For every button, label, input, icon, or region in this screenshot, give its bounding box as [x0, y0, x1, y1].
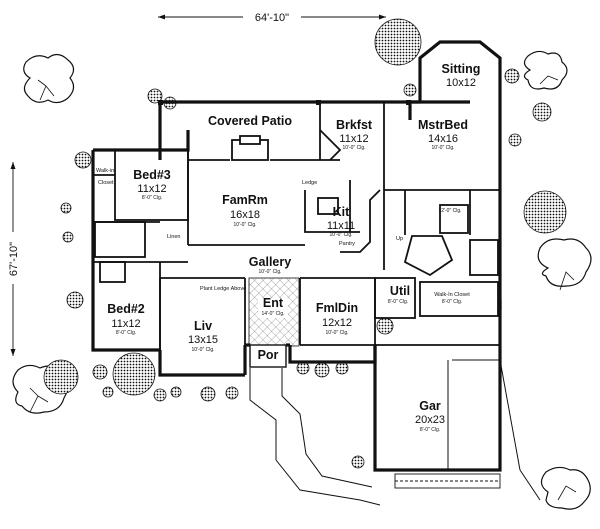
shrub-icon	[60, 202, 72, 214]
room-ceiling-bed3: 8'-0" Clg.	[142, 195, 162, 201]
room-ceiling-liv: 10'-0" Clg.	[191, 347, 214, 353]
room-ceiling-famrm: 10'-0" Clg.	[233, 222, 256, 228]
tree-outline-icon	[540, 466, 591, 510]
room-size-famrm: 16x18	[230, 209, 260, 221]
patio-posts	[158, 100, 411, 105]
room-name-ent: Ent	[263, 296, 284, 310]
width-dimension	[158, 8, 386, 24]
note-clg-8: 8'-0" Clg.	[442, 299, 462, 305]
shrub-icon	[62, 231, 74, 243]
shrub-icon	[504, 68, 520, 84]
shrub-icon	[508, 133, 522, 147]
room-name-covered-patio: Covered Patio	[208, 114, 292, 128]
room-ceiling-mstrbed: 10'-0" Clg.	[431, 145, 454, 151]
shrub-icon	[225, 386, 239, 400]
shrub-icon	[296, 361, 310, 375]
room-size-bed2: 11x12	[111, 318, 140, 330]
room-name-sitting: Sitting	[442, 62, 481, 76]
room-size-sitting: 10x12	[446, 77, 476, 89]
note-clg-12: 12'-0" Clg.	[438, 208, 461, 214]
exterior-walls	[91, 40, 502, 472]
note-walkin-closet: Walk-In Closet	[434, 292, 470, 298]
room-ceiling-bed2: 8'-0" Clg.	[116, 330, 136, 336]
room-size-gar: 20x23	[415, 414, 445, 426]
shrub-icon	[403, 83, 417, 97]
shrub-icon	[200, 386, 216, 402]
shrub-icon	[523, 190, 567, 234]
room-name-gar: Gar	[419, 399, 441, 413]
shrub-icon	[351, 455, 365, 469]
note-linen: Linen	[167, 234, 180, 240]
room-ceiling-kit: 10'-0" Clg.	[329, 232, 352, 238]
room-name-brkfst: Brkfst	[336, 118, 373, 132]
garage-details	[394, 473, 501, 489]
shrub-icon	[147, 88, 163, 104]
room-ceiling-ent: 14'-0" Clg.	[261, 311, 284, 317]
front-walk	[249, 368, 381, 506]
room-name-fmldin: FmlDin	[316, 301, 358, 315]
width-label: 64'-10"	[255, 12, 289, 24]
room-ceiling-fmldin: 10'-0" Clg.	[325, 330, 348, 336]
note-up: Up	[396, 236, 403, 242]
shrub-icon	[335, 361, 349, 375]
note-walkin: Walk-in	[96, 168, 114, 174]
shrub-icon	[66, 291, 84, 309]
note-pantry: Pantry	[339, 241, 355, 247]
plan-notes: Ledge Pantry Linen Up Walk-in Closet Wal…	[96, 168, 470, 305]
tree-outline-icon	[537, 238, 592, 291]
room-name-bed3: Bed#3	[133, 168, 171, 182]
shrub-icon	[153, 388, 167, 402]
room-name-bed2: Bed#2	[107, 302, 145, 316]
note-ledge: Ledge	[302, 180, 317, 186]
room-name-liv: Liv	[194, 319, 212, 333]
room-ceiling-gar: 8'-0" Clg.	[420, 427, 440, 433]
interior-walls	[93, 102, 500, 350]
room-size-mstrbed: 14x16	[428, 133, 458, 145]
room-size-fmldin: 12x12	[322, 317, 352, 329]
room-ceiling-util: 8'-0" Clg.	[388, 299, 408, 305]
shrub-icon	[376, 317, 394, 335]
shrub-icon	[314, 362, 330, 378]
shrub-icon	[374, 18, 422, 66]
depth-label: 67'-10"	[8, 242, 20, 276]
shrub-icon	[532, 102, 552, 122]
room-ceiling-brkfst: 10'-0" Clg.	[342, 145, 365, 151]
room-ceiling-gallery: 10'-0" Clg.	[258, 269, 281, 275]
room-labels: Sitting 10x12 Covered Patio Brkfst 11x12…	[107, 62, 480, 433]
room-size-bed3: 11x12	[137, 183, 166, 195]
room-size-brkfst: 11x12	[339, 133, 368, 145]
room-size-kit: 11x11	[327, 220, 355, 232]
tree-outline-icon	[523, 50, 568, 90]
room-name-mstrbed: MstrBed	[418, 118, 468, 132]
note-closet: Closet	[98, 180, 114, 186]
shrubs	[43, 18, 567, 469]
room-name-famrm: FamRm	[222, 193, 268, 207]
porch	[249, 344, 287, 368]
tree-outline-icon	[23, 53, 75, 104]
shrub-icon	[74, 151, 92, 169]
room-name-gallery: Gallery	[249, 255, 291, 269]
room-name-por: Por	[258, 348, 279, 362]
room-name-util: Util	[390, 284, 410, 298]
note-plant-ledge-above: Plant Ledge Above	[200, 286, 246, 292]
depth-dimension	[5, 162, 21, 356]
shrub-icon	[112, 352, 156, 396]
room-name-kit: Kit	[333, 205, 351, 219]
shrub-icon	[92, 364, 108, 380]
shrub-icon	[170, 386, 182, 398]
shrub-icon	[43, 359, 79, 395]
room-size-liv: 13x15	[188, 334, 218, 346]
driveway	[447, 359, 541, 501]
shrub-icon	[102, 386, 114, 398]
